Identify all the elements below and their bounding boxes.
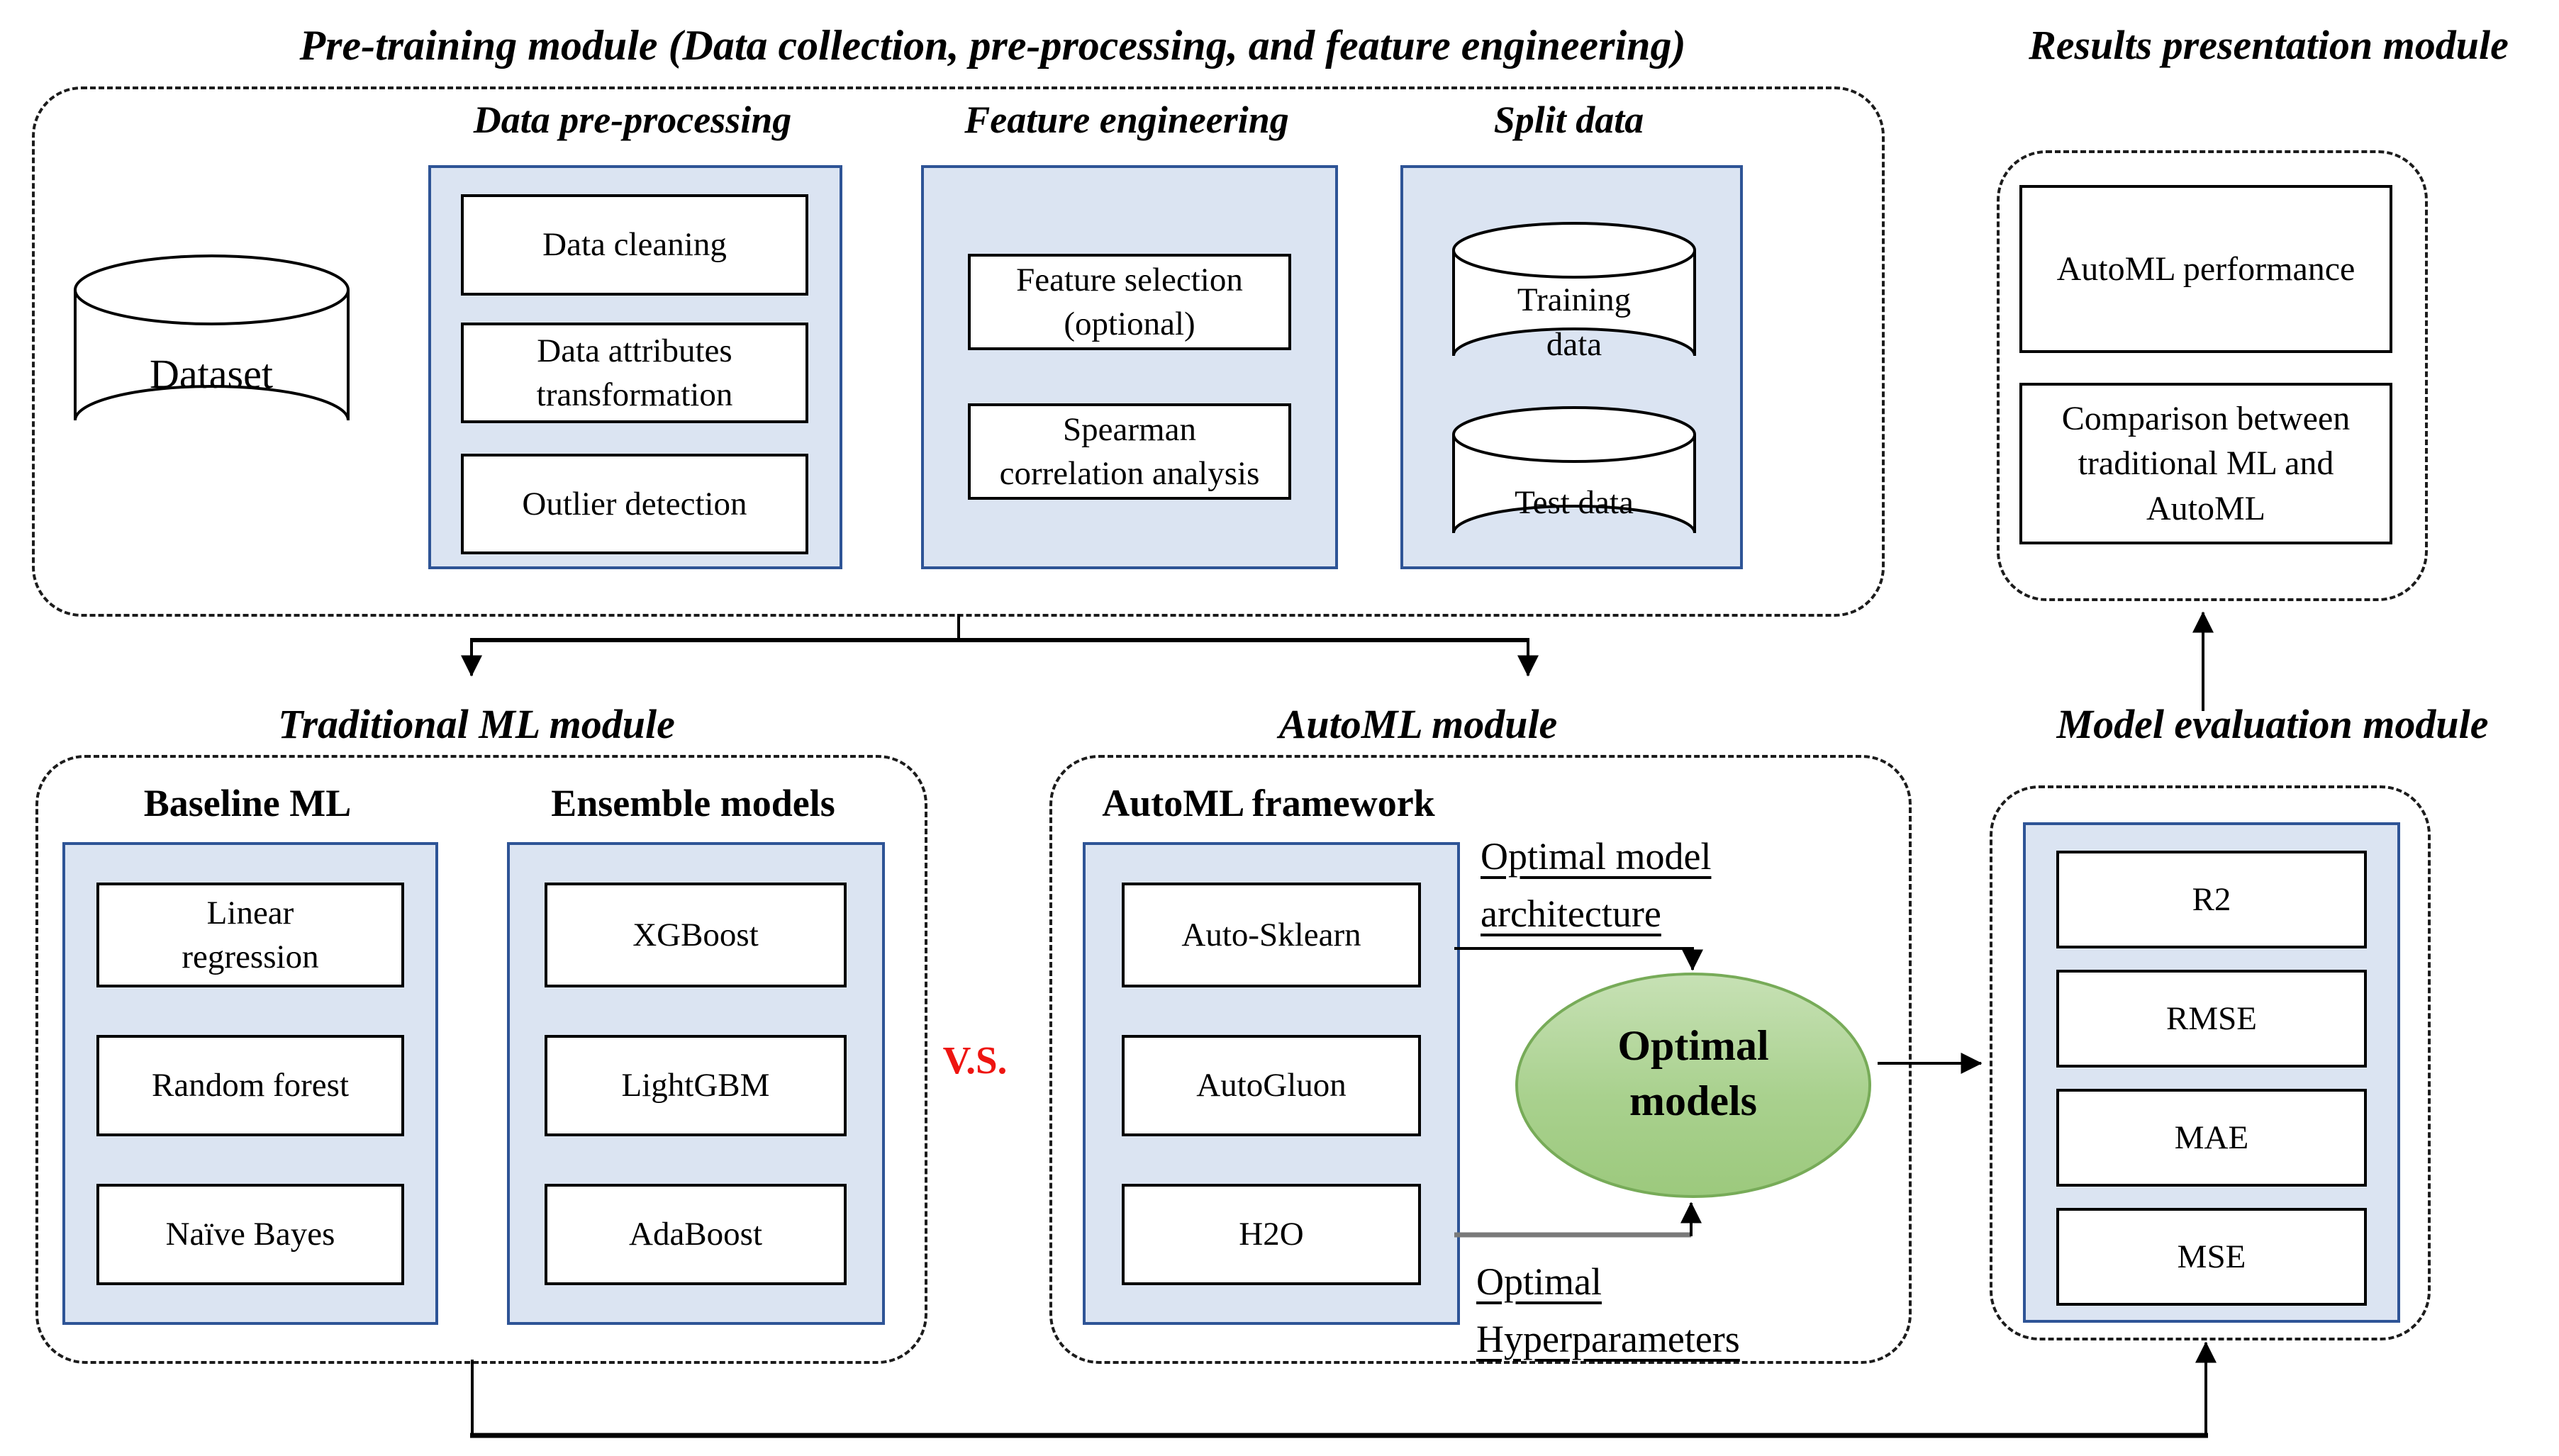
feature-engineering-panel xyxy=(921,165,1338,569)
automl-module-title: AutoML module xyxy=(1278,701,1558,747)
box-data-attributes-transformation: Data attributes transformation xyxy=(461,323,808,423)
box-comparison-traditional-automl: Comparison between traditional ML and Au… xyxy=(2019,383,2392,544)
test-data-label: Test data xyxy=(1515,484,1634,521)
optimal-model-architecture-label: Optimal model architecture xyxy=(1481,835,1712,935)
results-presentation-module-title: Results presentation module xyxy=(2029,22,2509,68)
model-evaluation-module-box xyxy=(1990,785,2431,1340)
pretraining-module-title: Pre-training module (Data collection, pr… xyxy=(299,22,1686,69)
feature-engineering-heading: Feature engineering xyxy=(964,99,1289,141)
box-data-cleaning: Data cleaning xyxy=(461,194,808,296)
box-metric-mse: MSE xyxy=(2056,1208,2367,1306)
traditional-ml-module-box xyxy=(35,755,927,1364)
baseline-ml-heading: Baseline ML xyxy=(143,782,352,824)
box-outlier-detection: Outlier detection xyxy=(461,454,808,554)
results-presentation-module-box xyxy=(1997,150,2428,601)
dataset-label: Dataset xyxy=(150,351,273,397)
box-feature-selection: Feature selection (optional) xyxy=(968,254,1291,350)
optimal-models-label: Optimal models xyxy=(1617,1022,1769,1124)
box-metric-rmse: RMSE xyxy=(2056,970,2367,1068)
model-evaluation-module-title: Model evaluation module xyxy=(2056,701,2489,747)
box-linear-regression: Linear regression xyxy=(96,883,404,987)
box-random-forest: Random forest xyxy=(96,1035,404,1136)
data-preprocessing-heading: Data pre-processing xyxy=(473,99,792,141)
box-metric-r2: R2 xyxy=(2056,851,2367,948)
box-h2o: H2O xyxy=(1122,1184,1421,1285)
automl-module-box xyxy=(1049,755,1912,1364)
box-xgboost: XGBoost xyxy=(545,883,847,987)
traditional-ml-module-title: Traditional ML module xyxy=(278,701,675,747)
box-spearman-correlation: Spearman correlation analysis xyxy=(968,403,1291,500)
box-autogluon: AutoGluon xyxy=(1122,1035,1421,1136)
split-data-heading: Split data xyxy=(1493,99,1644,141)
box-metric-mae: MAE xyxy=(2056,1089,2367,1187)
training-data-label: Training data xyxy=(1517,281,1632,364)
optimal-hyperparameters-label: Optimal Hyperparameters xyxy=(1476,1260,1740,1360)
box-lightgbm: LightGBM xyxy=(545,1035,847,1136)
box-naive-bayes: Naïve Bayes xyxy=(96,1184,404,1285)
automl-framework-heading: AutoML framework xyxy=(1102,782,1435,824)
vs-label: V.S. xyxy=(942,1038,1008,1082)
box-automl-performance: AutoML performance xyxy=(2019,185,2392,353)
ensemble-models-heading: Ensemble models xyxy=(551,782,835,824)
arrow-pretraining-branch xyxy=(461,614,1539,677)
box-auto-sklearn: Auto-Sklearn xyxy=(1122,883,1421,987)
box-adaboost: AdaBoost xyxy=(545,1184,847,1285)
